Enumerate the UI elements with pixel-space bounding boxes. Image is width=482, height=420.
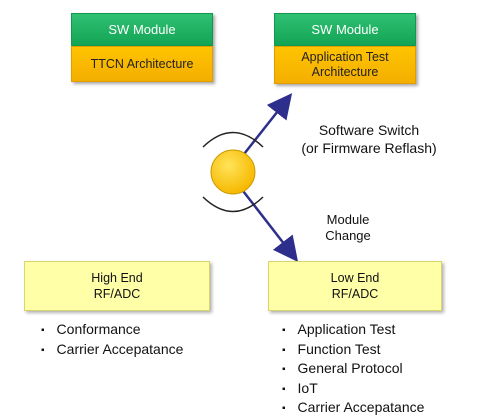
module-change-line1: Module [326,212,370,227]
high-end-line2: RF/ADC [93,287,141,301]
low-end-line1: Low End [330,271,380,285]
high-end-line1: High End [91,271,143,285]
switch-circle [210,149,256,195]
software-switch-line2: (or Firmware Reflash) [301,140,437,156]
list-item: Application Test [282,321,424,341]
right-module-stack: SW Module Application Test Architecture [274,13,416,84]
module-change-label: Module Change [313,212,383,244]
list-item: General Protocol [282,360,424,380]
low-end-rf-box: Low End RF/ADC [268,261,442,311]
right-architecture-line1: Application Test [301,50,389,64]
high-end-use-list: Conformance Carrier Accepatance [41,321,184,361]
right-architecture-line2: Architecture [311,65,379,79]
list-item: Carrier Accepatance [282,399,425,419]
rotation-arc-top [202,131,264,148]
software-switch-line1: Software Switch [318,122,420,138]
list-item: Carrier Accepatance [41,341,184,361]
right-architecture: Application Test Architecture [274,46,416,84]
left-sw-module: SW Module [71,13,213,46]
rotation-arc-bottom [202,196,264,213]
low-end-line2: RF/ADC [331,287,379,301]
list-item: Conformance [41,321,183,341]
right-sw-module: SW Module [274,13,416,46]
list-item: IoT [282,380,424,400]
low-end-use-list: Application Test Function Test General P… [282,321,425,419]
left-module-stack: SW Module TTCN Architecture [71,13,213,82]
list-item: Function Test [282,341,424,361]
high-end-rf-box: High End RF/ADC [24,261,210,311]
software-switch-label: Software Switch (or Firmware Reflash) [286,121,452,157]
left-architecture: TTCN Architecture [71,46,213,82]
module-change-line2: Change [325,228,371,243]
